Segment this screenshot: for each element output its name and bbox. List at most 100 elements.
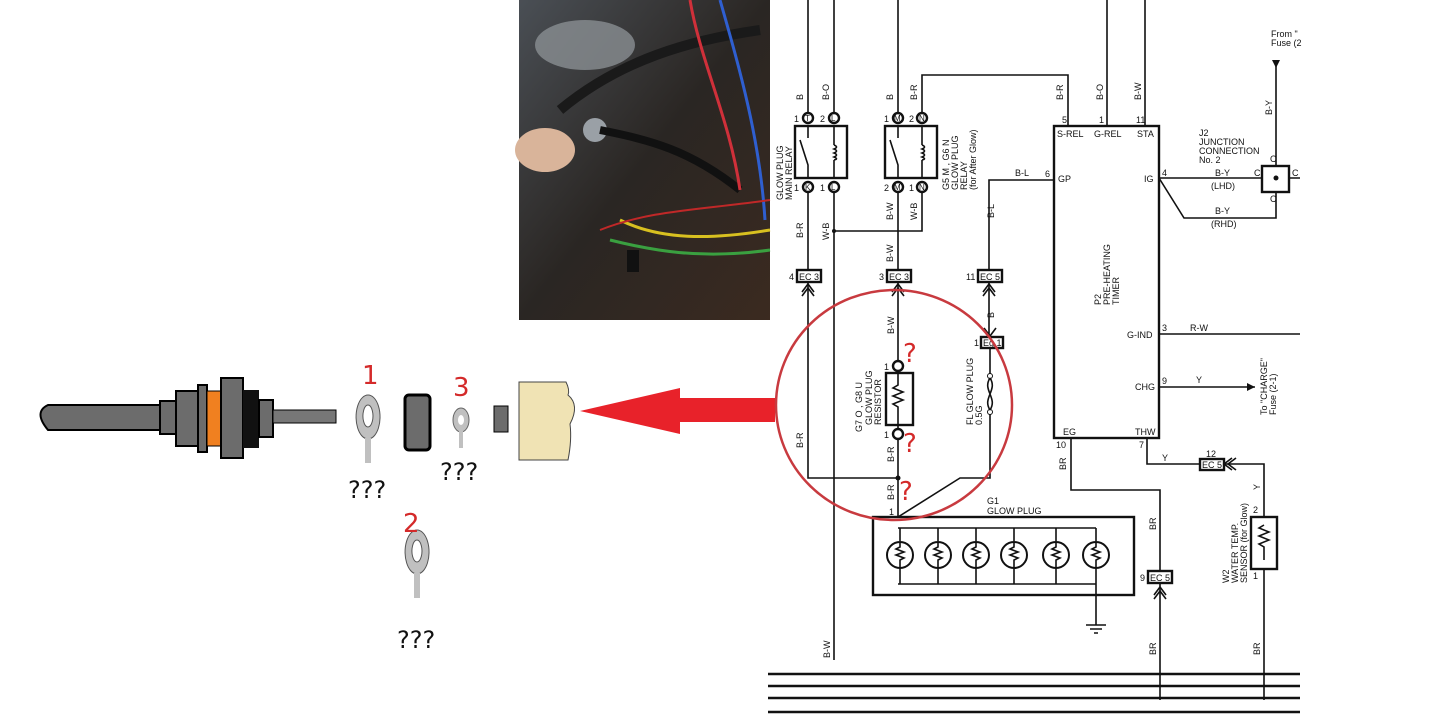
relay-name: GLOW PLUG	[950, 135, 960, 190]
pin-number: 4	[1162, 168, 1167, 178]
fusible-link-name: 0.5G	[974, 405, 984, 425]
pin-number: 1	[974, 338, 979, 348]
unknown-mark: ???	[397, 626, 435, 654]
glow-plug-coil	[1007, 542, 1021, 569]
glow-plug-coil	[1049, 542, 1063, 569]
pin-letter: M	[894, 183, 901, 192]
pin-letter: L	[831, 183, 836, 192]
resistor-ids: G7 O , G8 U	[854, 382, 864, 432]
pin-number: 2	[1253, 505, 1258, 515]
wire-label: B-R	[886, 484, 896, 500]
pin-number: 1	[884, 362, 889, 372]
pin-letter: N	[919, 114, 925, 123]
part-number-1: 1	[362, 361, 379, 391]
wire-label: B	[885, 94, 895, 100]
glow-plug-coil	[969, 542, 983, 569]
to-charge-label: To "CHARGE"	[1259, 358, 1269, 415]
wire-label: BR	[1148, 517, 1158, 530]
wire-label: B-W	[886, 316, 896, 334]
wire-label: B-Y	[1215, 206, 1230, 216]
pin-label: G-REL	[1094, 129, 1122, 139]
pin-label: C	[1270, 154, 1277, 164]
connector-label: EC 3	[889, 272, 909, 282]
wire-label: B-W	[1133, 82, 1143, 100]
red-arrow-icon	[580, 388, 775, 434]
glow-plug-main-relay	[793, 111, 849, 194]
pin-number: 2	[820, 114, 825, 124]
glow-plug-name: GLOW PLUG	[987, 506, 1042, 516]
pin-number: 1	[1099, 115, 1104, 125]
pin-number: 1	[794, 183, 799, 193]
glow-plug-coil	[931, 542, 945, 569]
wire-label: Y	[1252, 484, 1262, 490]
wire-label: B-R	[886, 446, 896, 462]
glow-plug-relay	[883, 111, 939, 194]
wire-label: BR	[1148, 642, 1158, 655]
relay-ids: G5 M , G6 N	[941, 139, 951, 190]
connector-ec5	[1198, 457, 1226, 472]
pin-number: 9	[1140, 573, 1145, 583]
sensor-id: W2	[1221, 570, 1231, 584]
pin-number: 3	[1162, 323, 1167, 333]
pin-number: 11	[966, 272, 975, 282]
pin-number: 1	[889, 507, 894, 517]
pin-number: 6	[1045, 169, 1050, 179]
pin-letter: M	[894, 114, 901, 123]
connector-label: EC 5	[1150, 573, 1170, 583]
wire-label: B-R	[795, 432, 805, 448]
wire-variant: (RHD)	[1211, 219, 1237, 229]
connector-eg1	[979, 335, 1005, 350]
wire-variant: (LHD)	[1211, 181, 1235, 191]
question-mark: ?	[899, 477, 913, 507]
pin-number: 2	[884, 183, 889, 193]
water-temp-sensor	[1249, 515, 1279, 571]
pin-number: 1	[884, 114, 889, 124]
connector-label: EC 5	[1202, 460, 1222, 470]
engine-bay-photo	[515, 0, 771, 320]
pin-label: STA	[1137, 129, 1154, 139]
sensor-name: SENSOR (for Glow)	[1239, 503, 1249, 583]
wire-label: Y	[1162, 453, 1168, 463]
pin-number: 3	[879, 272, 884, 282]
fusible-link-name: FL GLOW PLUG	[965, 358, 975, 425]
timer-name: TIMER	[1111, 277, 1121, 305]
timer-id: P2	[1093, 294, 1103, 305]
wire-label: B	[795, 94, 805, 100]
wire-label: B-W	[885, 202, 895, 220]
connector-label: EC 5	[980, 272, 1000, 282]
wire-label: B	[986, 312, 996, 318]
pin-number: 2	[909, 114, 914, 124]
schematic-wires	[768, 0, 1300, 714]
question-mark: ?	[903, 339, 917, 369]
wire-label: B-L	[986, 204, 996, 218]
wire-label: B-R	[909, 84, 919, 100]
pin-number: 4	[789, 272, 794, 282]
pin-label: THW	[1135, 427, 1156, 437]
junction-name: JUNCTION	[1199, 137, 1245, 147]
pin-number: 1	[1253, 571, 1258, 581]
glow-plug-id: G1	[987, 496, 999, 506]
connector-ec5	[1146, 569, 1174, 585]
wire-label: Y	[1196, 375, 1202, 385]
wire-label: BR	[1252, 642, 1262, 655]
wire-label: B-Y	[1215, 168, 1230, 178]
sensor-name: WATER TEMP.	[1230, 523, 1240, 583]
resistor-name: RESISTOR	[873, 379, 883, 425]
wire-label: B-W	[822, 640, 832, 658]
pin-number: 1	[884, 430, 889, 440]
pin-label: G-IND	[1127, 330, 1153, 340]
pin-label: C	[1292, 168, 1299, 178]
glow-plug-resistor	[884, 359, 915, 441]
wire-label: B-O	[1095, 84, 1105, 100]
junction-id: J2	[1199, 128, 1209, 138]
relay-name: GLOW PLUG	[775, 145, 785, 200]
question-mark: ?	[903, 429, 917, 459]
pin-letter: T	[805, 114, 810, 123]
highlight-circle	[774, 288, 1014, 522]
pin-label: EG	[1063, 427, 1076, 437]
wire-label: B-Y	[1264, 100, 1274, 115]
resistor-name: GLOW PLUG	[864, 370, 874, 425]
pin-number: 1	[820, 183, 825, 193]
wire-label: B-L	[1015, 168, 1029, 178]
